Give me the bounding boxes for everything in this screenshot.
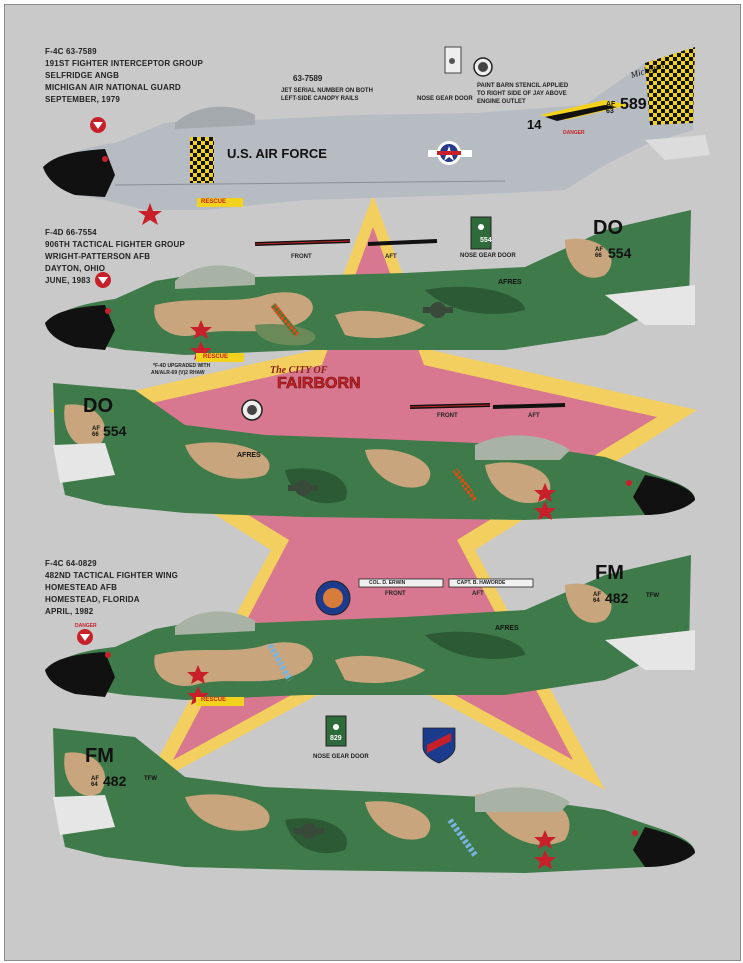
nose-gear-door-label: NOSE GEAR DOOR: [417, 96, 473, 102]
jet-1-grey: [43, 46, 710, 225]
serial-note-line-2: LEFT-SIDE CANOPY RAILS: [281, 96, 359, 102]
tail-serial-2: 554: [608, 245, 632, 261]
caption-line: HOMESTEAD AFB: [45, 583, 118, 592]
gear-door-number-829: 829: [330, 735, 342, 742]
gear-door-number-554: 554: [480, 237, 492, 244]
rescue-arrow-3: RESCUE: [201, 697, 227, 703]
caption-line: SEPTEMBER, 1979: [45, 95, 121, 104]
tail-code-do-2: DO: [83, 395, 113, 417]
aft-label-1: AFT: [385, 254, 397, 260]
tail-af: AF: [91, 776, 99, 782]
tail-af: AF: [606, 101, 616, 108]
city-of-script: The CITY OF: [270, 365, 328, 376]
tail-serial-5: 482: [103, 773, 127, 789]
tail-code-do-1: DO: [593, 217, 623, 239]
caption-line: 482ND TACTICAL FIGHTER WING: [45, 571, 179, 580]
tail-year: 66: [595, 253, 602, 259]
front-label-2: FRONT: [437, 413, 458, 419]
tail-serial: 589: [620, 96, 647, 113]
tail-af: AF: [593, 592, 601, 598]
caption-line: WRIGHT-PATTERSON AFB: [45, 252, 151, 261]
aft-label-3: AFT: [472, 591, 484, 597]
decal-sheet: F-4C 63-7589 191ST FIGHTER INTERCEPTOR G…: [4, 4, 741, 961]
caption-line: 191ST FIGHTER INTERCEPTOR GROUP: [45, 59, 204, 68]
tail-af: AF: [92, 426, 100, 432]
caption-line: F-4C 64-0829: [45, 559, 97, 568]
serial-note-line-1: JET SERIAL NUMBER ON BOTH: [281, 88, 373, 94]
danger-stencil-2: DANGER: [75, 623, 97, 629]
aircraft-number-14: 14: [527, 117, 542, 132]
tail-af: AF: [595, 247, 603, 253]
jet-3-camo: [53, 383, 695, 520]
caption-line: HOMESTEAD, FLORIDA: [45, 595, 140, 604]
fairborn-nose-art: FAIRBORN: [277, 375, 361, 393]
caption-line: JUNE, 1983: [45, 276, 91, 285]
tail-serial-3: 554: [103, 423, 127, 439]
tail-wing-4: TFW: [646, 593, 659, 599]
tail-wing-5: TFW: [144, 776, 157, 782]
afres-marking-2: AFRES: [237, 452, 261, 459]
tail-code-fm-1: FM: [595, 562, 624, 584]
nose-gear-door-label-2: NOSE GEAR DOOR: [460, 253, 516, 259]
jet-2-camo: [45, 210, 695, 362]
tail-serial-4: 482: [605, 590, 629, 606]
upgrade-note-1: *F-4D UPGRADED WITH: [153, 363, 211, 369]
jet-4-camo: [45, 555, 695, 706]
tail-code-fm-2: FM: [85, 745, 114, 767]
pilot-name-stencil: COL. D. ERWIN: [369, 580, 406, 586]
jet-5-camo: [53, 715, 695, 873]
afres-marking-3: AFRES: [495, 625, 519, 632]
front-label-3: FRONT: [385, 591, 406, 597]
caption-jet-2: F-4D 66-7554 906TH TACTICAL FIGHTER GROU…: [45, 227, 185, 287]
tail-year: 63: [606, 108, 614, 115]
caption-line: APRIL, 1982: [45, 607, 94, 616]
tail-year: 66: [92, 432, 99, 438]
upgrade-note-2: AN/ALR-69 (V)2 RHAW: [151, 370, 205, 376]
nose-gear-door-label-3: NOSE GEAR DOOR: [313, 754, 369, 760]
tail-year: 64: [91, 782, 98, 788]
rescue-arrow-2: RESCUE: [203, 354, 229, 360]
afres-marking-1: AFRES: [498, 279, 522, 286]
aft-label-2: AFT: [528, 413, 540, 419]
rescue-arrow-1: RESCUE: [201, 199, 227, 205]
tail-year: 64: [593, 598, 600, 604]
paint-stencil-note-2: TO RIGHT SIDE OF JAY ABOVE: [477, 91, 567, 97]
front-label-1: FRONT: [291, 254, 312, 260]
us-air-force-marking: U.S. AIR FORCE: [227, 146, 327, 161]
caption-line: F-4C 63-7589: [45, 47, 97, 56]
caption-line: F-4D 66-7554: [45, 228, 97, 237]
caption-jet-4: F-4C 64-0829 482ND TACTICAL FIGHTER WING…: [45, 558, 178, 618]
serial-label: 63-7589: [293, 74, 323, 83]
paint-stencil-note-1: PAINT BARN STENCIL APPLIED: [477, 83, 569, 89]
caption-line: 906TH TACTICAL FIGHTER GROUP: [45, 240, 185, 249]
caption-line: SELFRIDGE ANGB: [45, 71, 120, 80]
paint-stencil-note-3: ENGINE OUTLET: [477, 99, 526, 105]
caption-jet-1: F-4C 63-7589 191ST FIGHTER INTERCEPTOR G…: [45, 46, 203, 106]
danger-stencil-1: DANGER: [563, 130, 585, 136]
caption-line: MICHIGAN AIR NATIONAL GUARD: [45, 83, 181, 92]
wso-name-stencil: CAPT. B. HAWORDE: [457, 580, 506, 586]
caption-line: DAYTON, OHIO: [45, 264, 106, 273]
decal-artwork: [43, 46, 710, 873]
